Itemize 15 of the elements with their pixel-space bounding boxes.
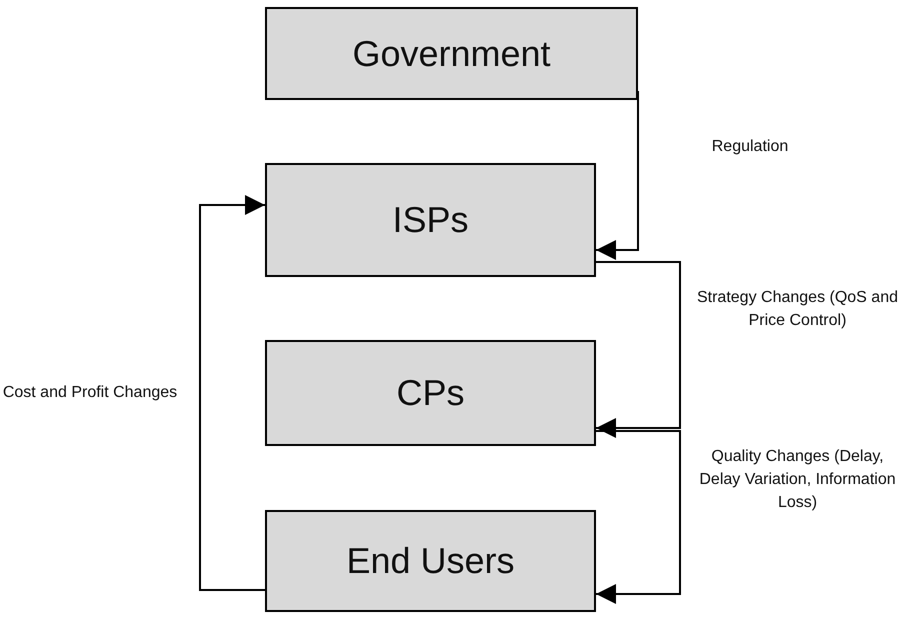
edge-label: Strategy Changes (QoS and Price Control) bbox=[696, 288, 899, 331]
entity-box bbox=[265, 340, 596, 446]
arrow bbox=[596, 430, 681, 604]
entity-box bbox=[265, 510, 596, 612]
entity-name: CPs bbox=[396, 372, 464, 414]
arrow bbox=[199, 195, 265, 591]
entity-box bbox=[265, 7, 638, 100]
entity-name: End Users bbox=[346, 540, 515, 582]
entity-name: ISPs bbox=[392, 199, 469, 241]
edge-label: Cost and Profit Changes bbox=[2, 383, 178, 403]
arrow bbox=[596, 261, 681, 438]
edge-label: Quality Changes (Delay, Delay Variation, Information Loss) bbox=[698, 447, 897, 513]
entity-name: Government bbox=[352, 32, 551, 74]
edge-label: Regulation bbox=[710, 137, 790, 157]
entity-box bbox=[265, 163, 596, 277]
